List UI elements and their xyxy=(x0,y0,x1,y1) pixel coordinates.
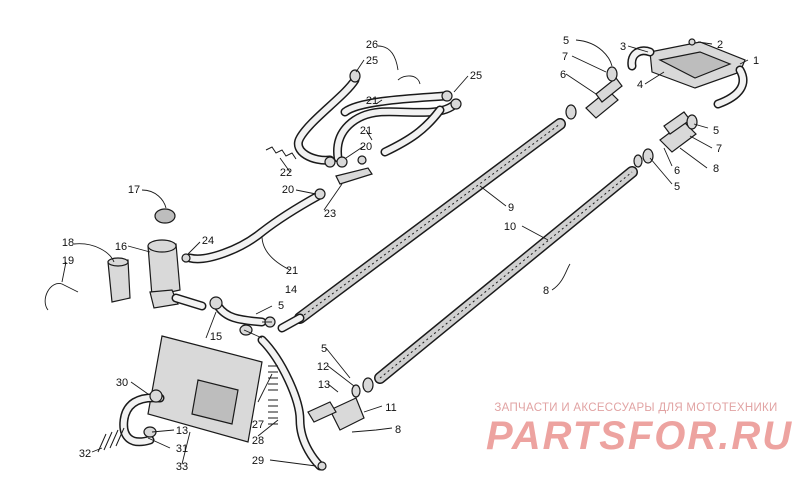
leader-lines xyxy=(61,39,749,467)
callout-11: 11 xyxy=(385,402,396,414)
cooler-rail-9 xyxy=(277,118,566,333)
callout-18: 18 xyxy=(62,237,74,249)
callout-5-top: 5 xyxy=(563,35,569,47)
watermark-logo: PARTSFOR.RU xyxy=(486,414,794,458)
callout-8-right: 8 xyxy=(713,163,719,175)
callout-27: 27 xyxy=(252,419,264,431)
watermark-caption: ЗАПЧАСТИ И АКСЕССУАРЫ ДЛЯ МОТОТЕХНИКИ xyxy=(494,402,778,414)
callout-13-rad: 13 xyxy=(176,425,188,437)
callout-5-right-a: 5 xyxy=(713,125,719,137)
callout-8-low: 8 xyxy=(395,424,401,436)
watermark: ЗАПЧАСТИ И АКСЕССУАРЫ ДЛЯ МОТОТЕХНИКИ PA… xyxy=(486,402,794,458)
right-coupler-part xyxy=(633,111,698,168)
callout-31: 31 xyxy=(176,443,188,455)
callout-2: 2 xyxy=(717,39,723,51)
callout-19: 19 xyxy=(62,255,74,267)
callout-16: 16 xyxy=(115,241,127,253)
callout-10: 10 xyxy=(504,221,516,233)
callout-9: 9 xyxy=(508,202,514,214)
callout-5-right-b: 5 xyxy=(674,181,680,193)
callout-21-mid: 21 xyxy=(360,125,372,137)
callout-13-low: 13 xyxy=(318,379,330,391)
callout-23: 23 xyxy=(324,208,336,220)
callout-14: 14 xyxy=(285,284,297,296)
callout-20-b: 20 xyxy=(282,184,294,196)
callout-6-right: 6 xyxy=(674,165,680,177)
callout-15: 15 xyxy=(210,331,222,343)
callout-30: 30 xyxy=(116,377,128,389)
callout-6-top: 6 xyxy=(560,69,566,81)
callout-labels: 1 2 3 4 5 7 6 5 7 8 6 5 9 10 8 11 8 5 12… xyxy=(62,35,759,473)
callout-29: 29 xyxy=(252,455,264,467)
callout-24: 24 xyxy=(202,235,214,247)
callout-28: 28 xyxy=(252,435,264,447)
callout-33: 33 xyxy=(176,461,188,473)
callout-7-top: 7 xyxy=(562,51,568,63)
expansion-bottle-part xyxy=(44,208,207,311)
radiator-part xyxy=(97,335,263,453)
lower-coupler-part xyxy=(307,397,365,431)
lower-hose-network xyxy=(209,296,327,471)
callout-25-right: 25 xyxy=(470,70,482,82)
callout-32: 32 xyxy=(79,448,91,460)
diagram-parts xyxy=(44,38,748,471)
callout-22: 22 xyxy=(280,167,292,179)
cooler-rail-10 xyxy=(351,166,638,398)
callout-21-top: 21 xyxy=(366,95,378,107)
callout-5-low: 5 xyxy=(321,343,327,355)
callout-4: 4 xyxy=(637,79,643,91)
callout-26: 26 xyxy=(366,39,378,51)
callout-7-right: 7 xyxy=(716,143,722,155)
callout-20-a: 20 xyxy=(360,141,372,153)
callout-12: 12 xyxy=(317,361,329,373)
heat-exchanger-part xyxy=(627,38,748,109)
callout-5-mid: 5 xyxy=(278,300,284,312)
upper-coupler-part xyxy=(565,66,623,120)
callout-8-mid: 8 xyxy=(543,285,549,297)
callout-17: 17 xyxy=(128,184,140,196)
callout-3: 3 xyxy=(620,41,626,53)
callout-1: 1 xyxy=(753,55,759,67)
callout-21-low: 21 xyxy=(286,265,298,277)
callout-25-left: 25 xyxy=(366,55,378,67)
upper-hose-network xyxy=(185,69,462,264)
